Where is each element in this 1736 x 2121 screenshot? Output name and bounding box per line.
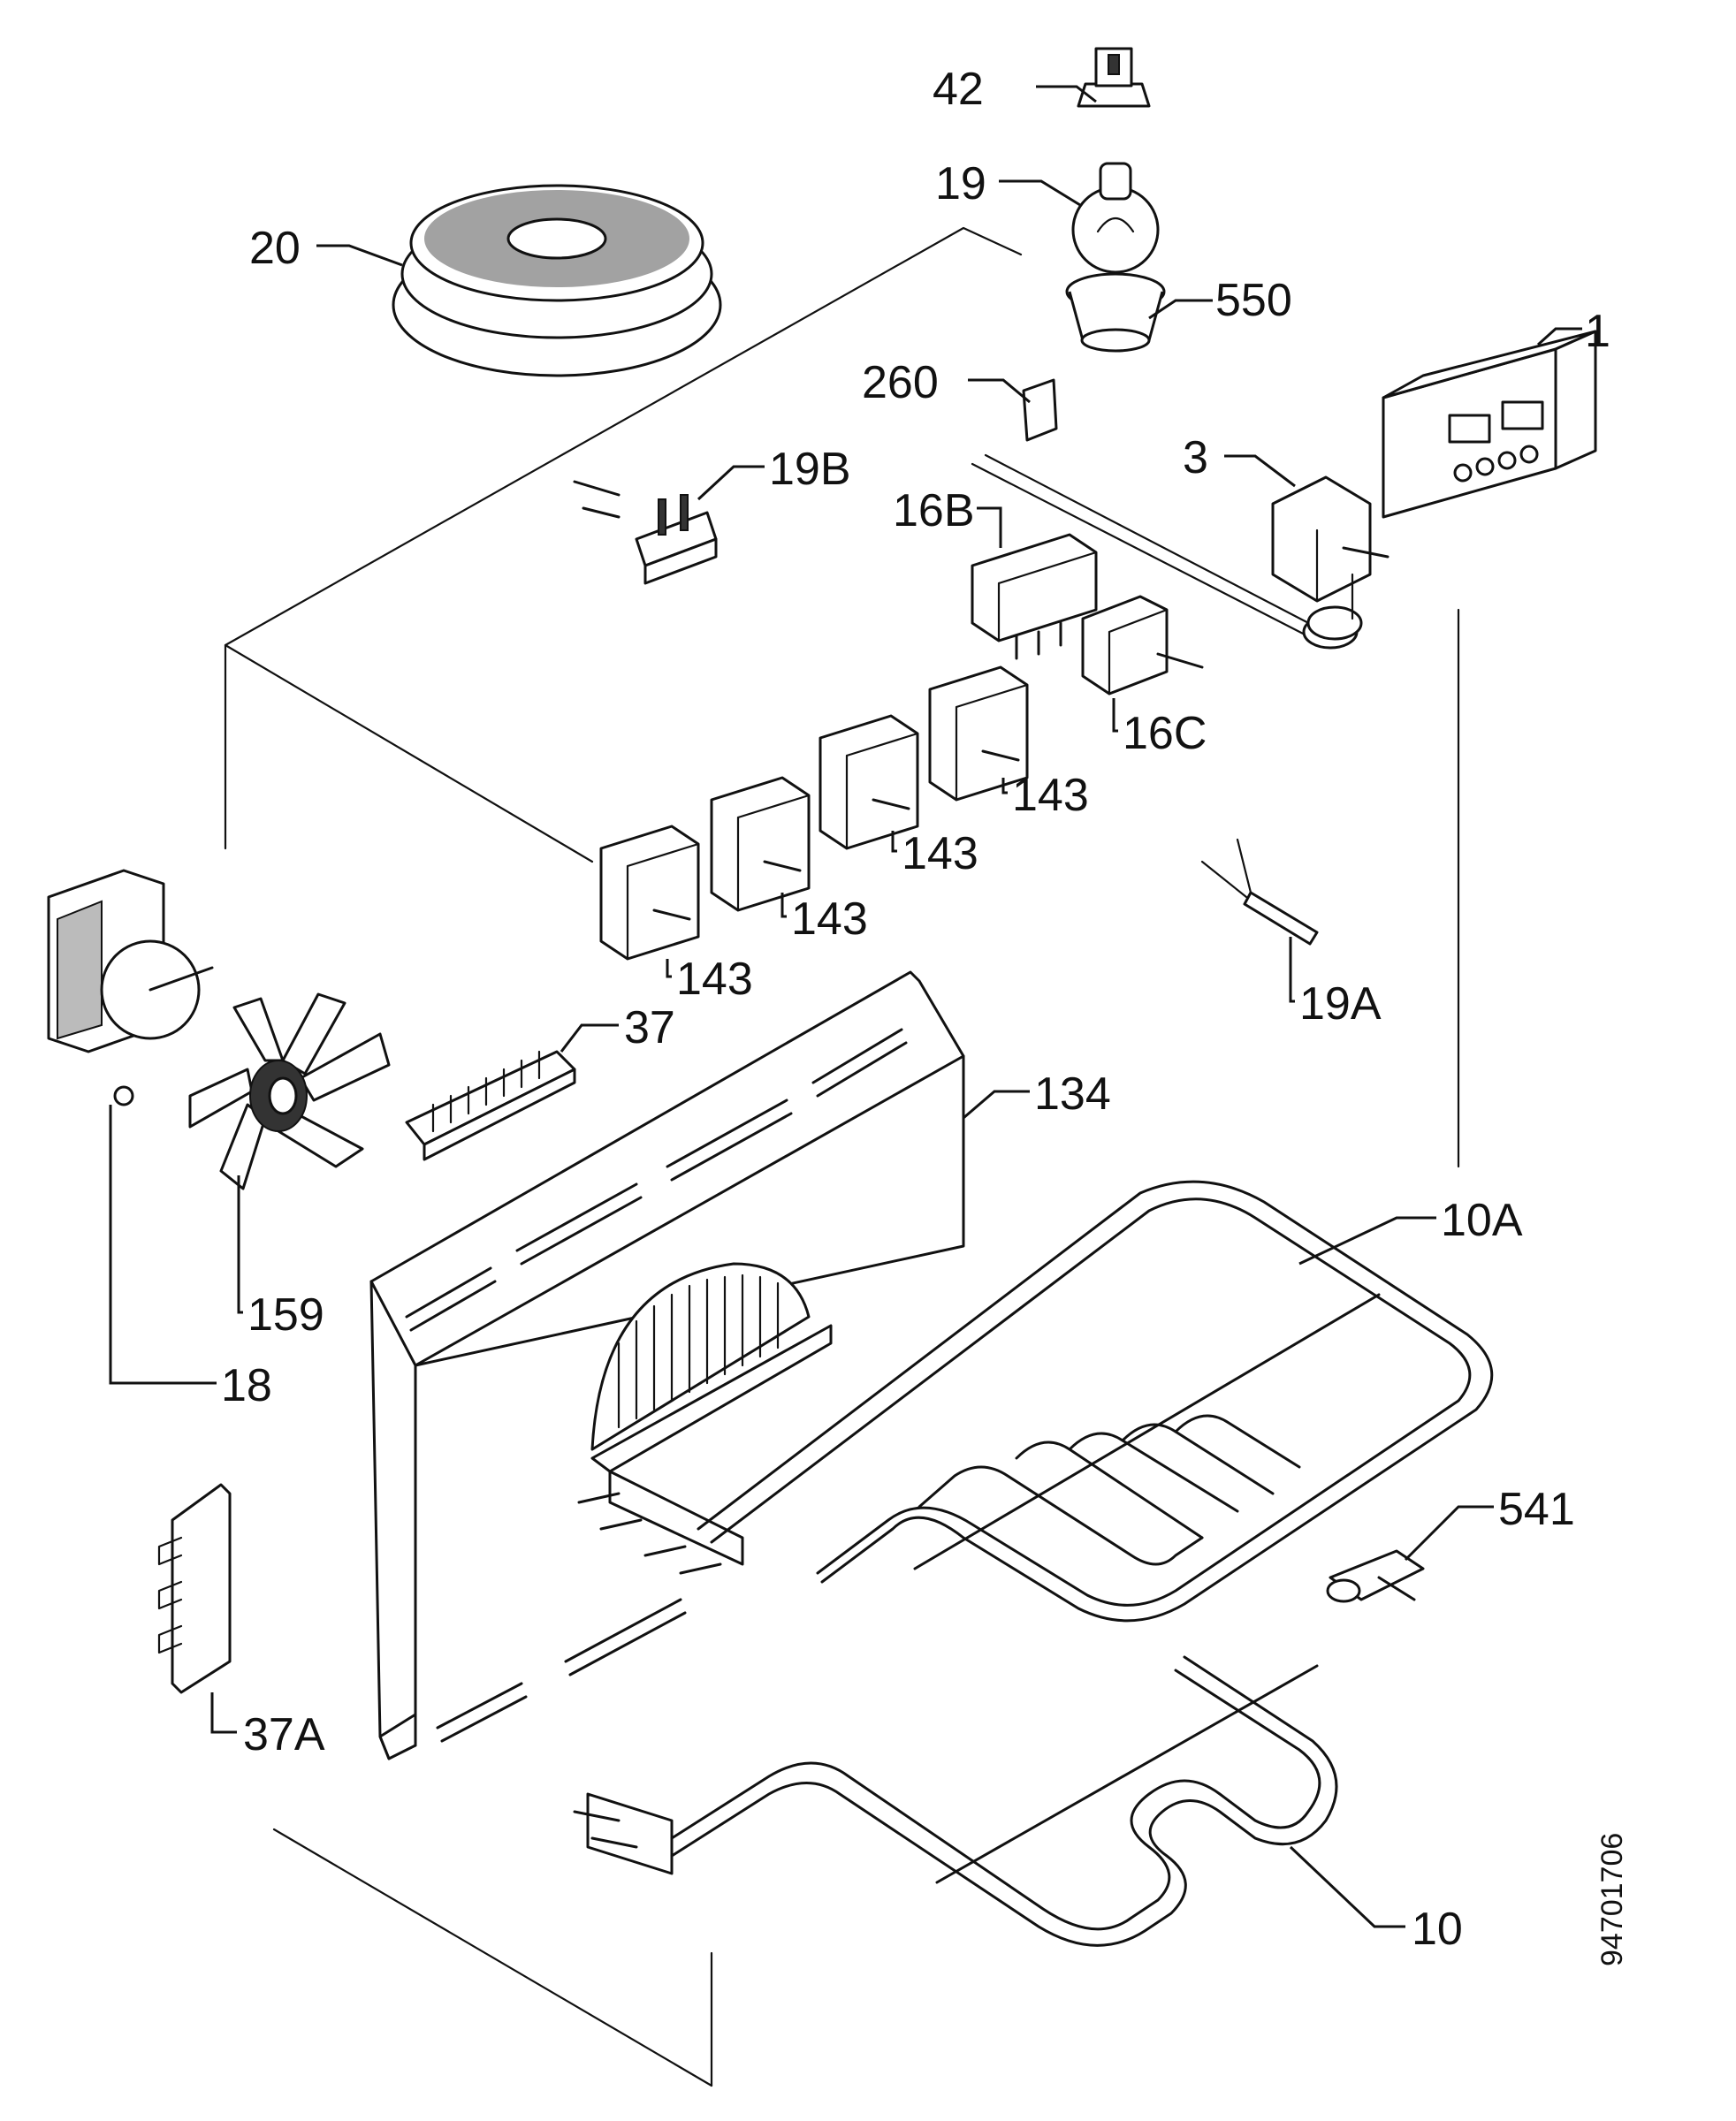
callout-143-4: 143: [1012, 770, 1089, 821]
fan-blade-part-159: [188, 992, 391, 1190]
energy-regulator-part-143-1: [599, 825, 700, 961]
terminal-part-19B: [573, 480, 718, 585]
bottom-element-part-10: [573, 1655, 1338, 1947]
callout-3: 3: [1183, 432, 1208, 483]
callout-37: 37: [624, 1002, 675, 1053]
leader-lines: [109, 85, 1582, 1928]
callout-143-3: 143: [902, 828, 978, 879]
callout-143-1: 143: [676, 954, 753, 1005]
callout-37A: 37A: [243, 1709, 325, 1760]
callout-18: 18: [221, 1360, 272, 1411]
fan-motor-part-18: [47, 869, 214, 1106]
clock-timer-part-1: [1382, 330, 1597, 519]
selector-switch-part-16B: [971, 533, 1098, 660]
grill-element-part-10A: [697, 1180, 1494, 1623]
clip-part-260: [1022, 378, 1058, 442]
terminal-part-541: [1326, 1549, 1425, 1603]
callout-541: 541: [1498, 1484, 1575, 1535]
callout-143-2: 143: [791, 893, 868, 945]
terminal-block-part-37A: [157, 1483, 232, 1694]
callout-19: 19: [935, 158, 986, 209]
callout-42: 42: [933, 64, 984, 115]
callout-16C: 16C: [1123, 708, 1207, 759]
callout-1: 1: [1585, 306, 1610, 357]
callout-159: 159: [247, 1289, 324, 1341]
callout-260: 260: [862, 357, 939, 408]
callout-134: 134: [1034, 1068, 1111, 1120]
energy-regulator-part-143-3: [819, 714, 919, 850]
fan-cover-part-20: [392, 184, 722, 377]
drawing-number: 94701706: [1595, 1833, 1629, 1966]
callout-20: 20: [249, 223, 301, 274]
back-panel-part-134: [369, 970, 965, 1760]
selector-switch-part-16C: [1081, 595, 1204, 696]
terminal-strip-part-37: [405, 1050, 576, 1161]
callout-19B: 19B: [769, 444, 851, 495]
callout-550: 550: [1215, 275, 1292, 326]
sensor-probe-part-19A: [1200, 838, 1319, 946]
cabinet-outline: [224, 226, 1460, 2087]
callout-10: 10: [1412, 1904, 1463, 1955]
lamp-cover-part-42: [1077, 47, 1151, 108]
energy-regulator-part-143-2: [710, 776, 811, 912]
callout-16B: 16B: [893, 485, 975, 536]
callout-10A: 10A: [1441, 1195, 1523, 1246]
lamp-holder-part-550: [1065, 272, 1166, 353]
callout-labels: 42 19 20 550 260 1 19B 3 16B 16C 143 143…: [221, 64, 1629, 1966]
energy-regulator-part-143-4: [928, 665, 1029, 802]
thermostat-part-3: [971, 453, 1390, 650]
lamp-bulb-part-19: [1071, 162, 1160, 274]
callout-19A: 19A: [1299, 978, 1382, 1030]
